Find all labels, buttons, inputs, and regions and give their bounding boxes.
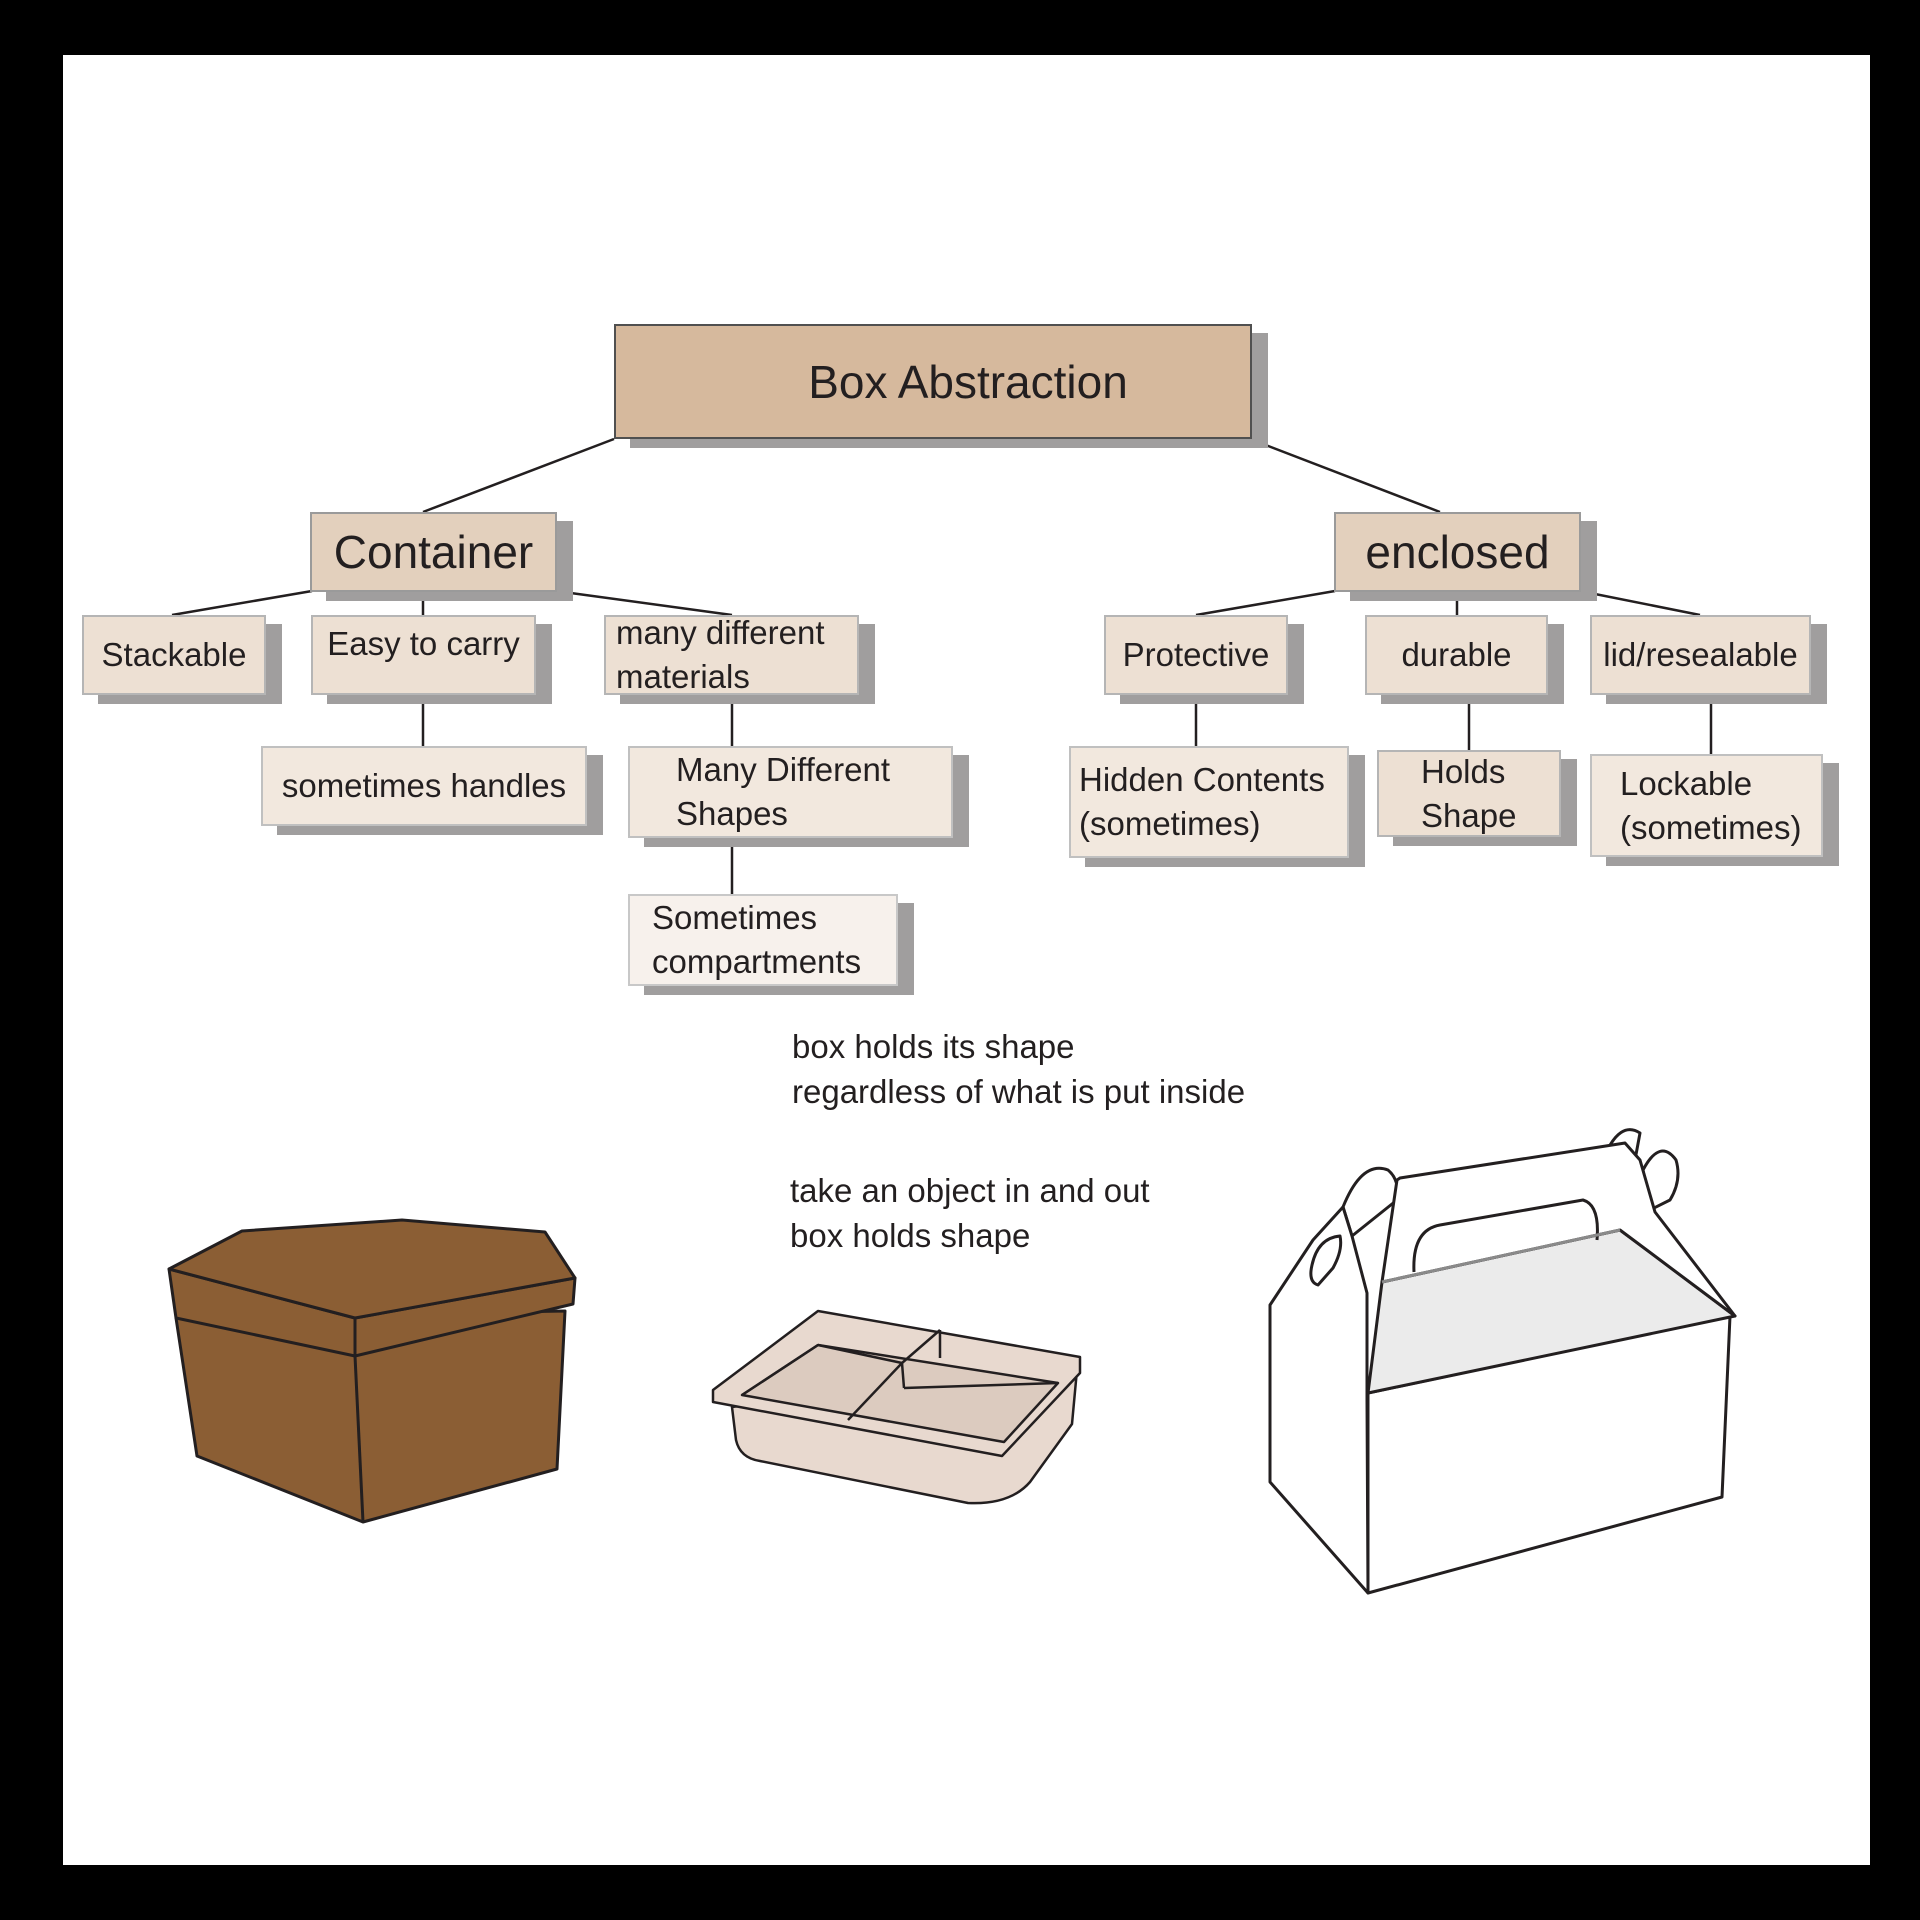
tray-divider [741,1343,819,1397]
connector [555,589,733,617]
connector [171,589,313,617]
carry-box-left-side [1268,1205,1370,1595]
stackable-label: Stackable [101,636,247,673]
compartment-tray-illustration [711,1309,1082,1505]
protective-node: Protective [1104,615,1288,695]
container-node: Container [310,512,557,592]
holds-shape-label: Holds Shape [1421,752,1517,834]
sometimes-handles-node: sometimes handles [261,746,587,826]
tray-divider [901,1329,941,1364]
durable-node: durable [1365,615,1548,695]
root-label: Box Abstraction [808,355,1128,408]
many-materials-node: many different materials [604,614,859,695]
carry-box-edge [1381,1228,1621,1284]
handle-carry-box-illustration [1268,1128,1737,1595]
lockable-node: Lockable (sometimes) [1590,754,1823,857]
holds-shape-node: Holds Shape [1377,750,1561,837]
compartments-node: Sometimes compartments [628,894,898,986]
compartments-label: Sometimes compartments [652,899,862,980]
root-node: Box Abstraction [614,324,1252,439]
enclosed-node: enclosed [1334,512,1581,592]
hidden-contents-label: Hidden Contents (sometimes) [1079,761,1325,842]
many-shapes-label: Many Different Shapes [676,751,890,832]
hidden-contents-node: Hidden Contents (sometimes) [1069,746,1349,858]
tray-divider [900,1362,906,1389]
note-in-and-out: take an object in and out box holds shap… [790,1172,1150,1254]
hexagonal-box-edge [353,1355,365,1523]
protective-label: Protective [1122,636,1270,673]
lockable-label: Lockable (sometimes) [1620,764,1802,846]
connector [1579,589,1701,617]
tray-divider [847,1362,903,1421]
durable-label: durable [1401,636,1512,673]
tray-divider [903,1381,1059,1390]
lid-resealable-node: lid/resealable [1590,615,1811,695]
easy-to-carry-label: Easy to carry [327,625,520,662]
connector [1249,437,1441,514]
stackable-node: Stackable [82,615,266,695]
many-shapes-node: Many Different Shapes [628,746,953,838]
hexagonal-box-illustration [167,1218,577,1524]
carry-box-handle-cutout [1412,1198,1599,1273]
container-label: Container [333,526,534,578]
many-materials-label: many different materials [616,614,825,695]
connector [1195,589,1336,617]
note-holds-shape: box holds its shape regardless of what i… [792,1028,1246,1110]
carry-box-right-handle-lobe-2 [1641,1149,1680,1212]
lid-resealable-label: lid/resealable [1603,636,1798,673]
tray-divider [817,1343,903,1365]
enclosed-label: enclosed [1365,526,1550,578]
carry-box-gable [1380,1141,1737,1318]
easy-to-carry-node: Easy to carry [311,615,536,695]
connector [422,437,615,514]
carry-box-left-finger-hole [1309,1234,1343,1287]
sometimes-handles-label: sometimes handles [281,767,567,804]
